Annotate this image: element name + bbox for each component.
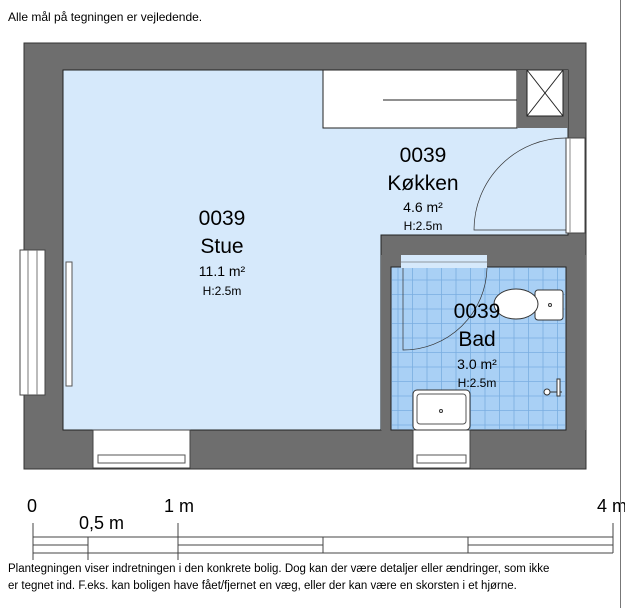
bath-area: 3.0 m² bbox=[457, 356, 497, 372]
bath-door-swing bbox=[402, 267, 488, 351]
scale-label-half: 0,5 m bbox=[79, 513, 124, 533]
stue-number: 0039 bbox=[199, 207, 246, 230]
bath-name: Bad bbox=[458, 328, 495, 351]
bath-height: H:2.5m bbox=[458, 376, 497, 390]
kitchen-door bbox=[565, 137, 586, 234]
bath-number: 0039 bbox=[454, 300, 501, 323]
kitchen-name: Køkken bbox=[387, 172, 458, 195]
stue-name: Stue bbox=[200, 235, 243, 258]
footer-disclaimer: Plantegningen viser indretningen i den k… bbox=[8, 561, 568, 595]
bath-door-opening bbox=[401, 255, 487, 268]
footer-line-1: Plantegningen viser indretningen i den k… bbox=[8, 563, 550, 575]
footer-line-2: er tegnet ind. F.eks. kan boligen have f… bbox=[8, 580, 517, 592]
page-edge bbox=[620, 0, 621, 608]
toilet bbox=[493, 288, 564, 321]
kitchen-height: H:2.5m bbox=[404, 219, 443, 233]
scale-bar bbox=[32, 523, 614, 560]
kitchen-area: 4.6 m² bbox=[403, 199, 443, 215]
scale-label-1m: 1 m bbox=[164, 496, 194, 516]
stue-height: H:2.5m bbox=[203, 284, 242, 298]
disclaimer-note: Alle mål på tegningen er vejledende. bbox=[8, 10, 203, 24]
scale-label-4m: 4 m bbox=[597, 496, 625, 516]
kitchen-door-swing bbox=[473, 137, 567, 231]
left-window bbox=[19, 249, 46, 396]
scale-label-0: 0 bbox=[27, 496, 37, 516]
kitchen-number: 0039 bbox=[400, 144, 447, 167]
kitchen-counter bbox=[322, 69, 518, 129]
stue-area: 11.1 m² bbox=[199, 263, 246, 279]
shower-fixture bbox=[543, 378, 562, 397]
